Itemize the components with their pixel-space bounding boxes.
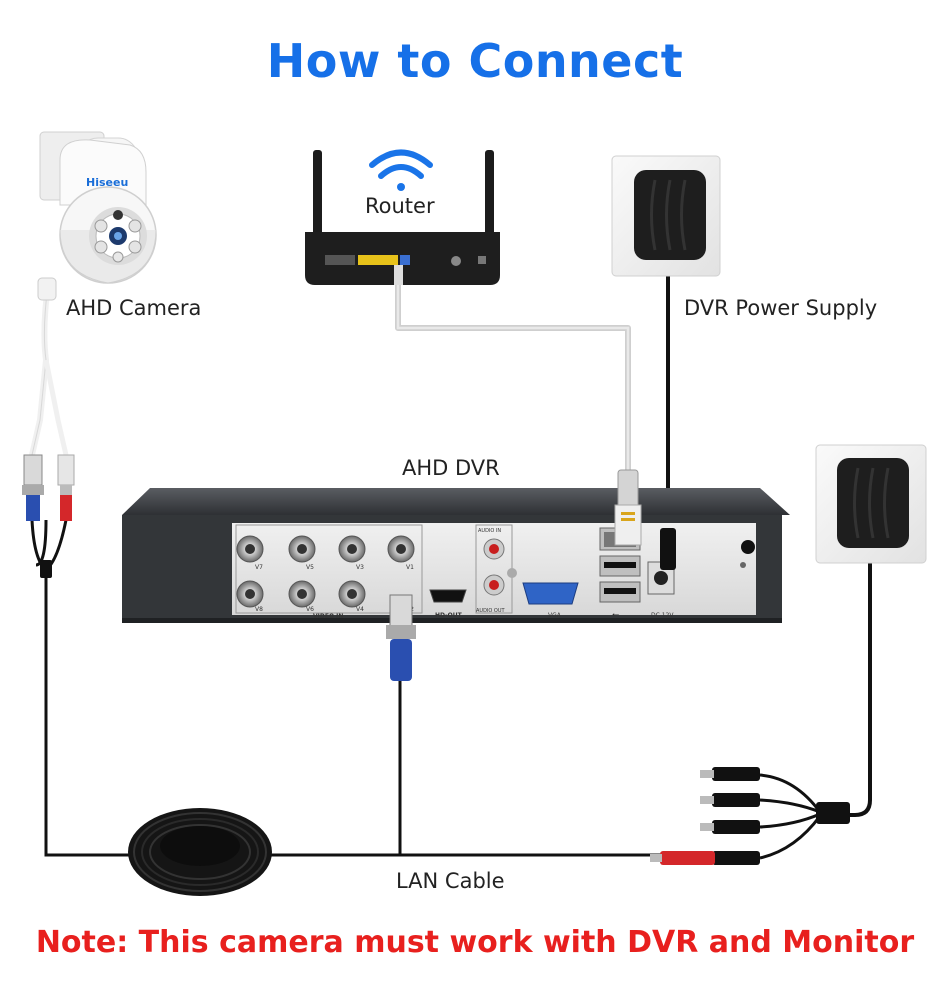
camera-label: AHD Camera xyxy=(66,296,202,320)
monitor-power-supply xyxy=(815,444,927,564)
router xyxy=(305,150,500,285)
port-label-v5: V5 xyxy=(306,564,314,571)
router-label: Router xyxy=(365,194,435,218)
bnc-plug xyxy=(386,594,416,681)
hdmi-label: HD-OUT xyxy=(435,612,463,619)
ethernet-plug xyxy=(614,469,642,546)
dvr-label: AHD DVR xyxy=(402,456,500,480)
audio-out-label: AUDIO OUT xyxy=(476,608,506,614)
port-label-v8: V8 xyxy=(255,606,263,613)
lan-cable-coil xyxy=(128,808,272,896)
page-title: How to Connect xyxy=(266,34,684,88)
port-label-v3: V3 xyxy=(356,564,364,571)
note-text: Note: This camera must work with DVR and… xyxy=(35,925,915,960)
usb-icon: ⭠ xyxy=(612,610,619,620)
monitor-power-cable xyxy=(848,555,872,817)
port-label-v7: V7 xyxy=(255,564,263,571)
power-splitter xyxy=(650,767,850,865)
port-label-v4: V4 xyxy=(356,606,364,613)
camera-brand-text: Hiseeu xyxy=(86,176,128,189)
dvr-power-supply xyxy=(611,155,721,277)
wifi-icon xyxy=(369,149,433,191)
port-label-v6: V6 xyxy=(306,606,314,613)
power-supply-label: DVR Power Supply xyxy=(684,296,878,320)
camera-cable xyxy=(35,519,140,857)
bnc-ports xyxy=(236,535,415,608)
port-label-v1: V1 xyxy=(406,564,414,571)
cable-label: LAN Cable xyxy=(396,869,505,893)
ahd-camera xyxy=(22,131,157,578)
video-in-label: VIDEO IN xyxy=(313,613,343,620)
dc-label: DC 12V xyxy=(651,612,674,619)
vga-label: VGA xyxy=(548,612,562,619)
audio-in-label: AUDIO IN xyxy=(478,528,501,534)
router-ethernet-cable xyxy=(395,283,631,470)
